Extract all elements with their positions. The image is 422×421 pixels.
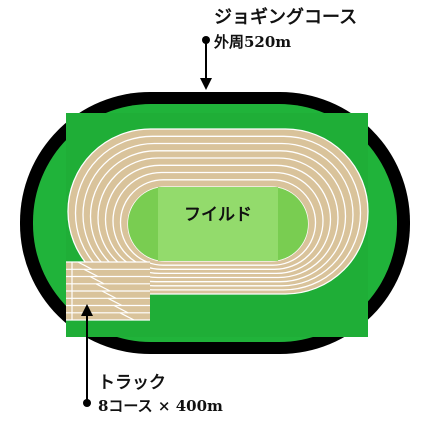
track-pointer-dot	[83, 399, 91, 407]
lane-line	[89, 150, 347, 283]
lane-line	[82, 142, 354, 287]
start-mark	[77, 261, 93, 270]
track-spec: 8コース × 400m	[98, 397, 223, 415]
start-mark	[113, 304, 129, 314]
jogging-pointer-arrowhead	[200, 78, 212, 90]
lane-line	[67, 128, 369, 295]
jogging-course-length: 外周520m	[214, 33, 292, 51]
lane-line	[74, 135, 362, 291]
track-lane-lines	[67, 128, 369, 295]
start-mark	[119, 312, 135, 321]
start-mark	[107, 297, 123, 307]
start-mark	[83, 268, 99, 278]
lane-line	[112, 171, 324, 270]
field-center	[158, 187, 278, 261]
start-mark	[101, 290, 117, 299]
field-label: フイルド	[184, 205, 252, 225]
lane-line	[104, 164, 332, 275]
track-title: トラック	[98, 373, 166, 393]
start-lines	[66, 261, 150, 321]
track-pointer-arrowhead	[81, 304, 93, 316]
lane-line	[97, 157, 339, 279]
start-mark	[89, 275, 105, 285]
start-mark	[95, 283, 111, 292]
lane-line	[119, 179, 317, 266]
jogging-pointer-dot	[202, 36, 210, 44]
jogging-course-title: ジョギングコース	[214, 7, 358, 28]
